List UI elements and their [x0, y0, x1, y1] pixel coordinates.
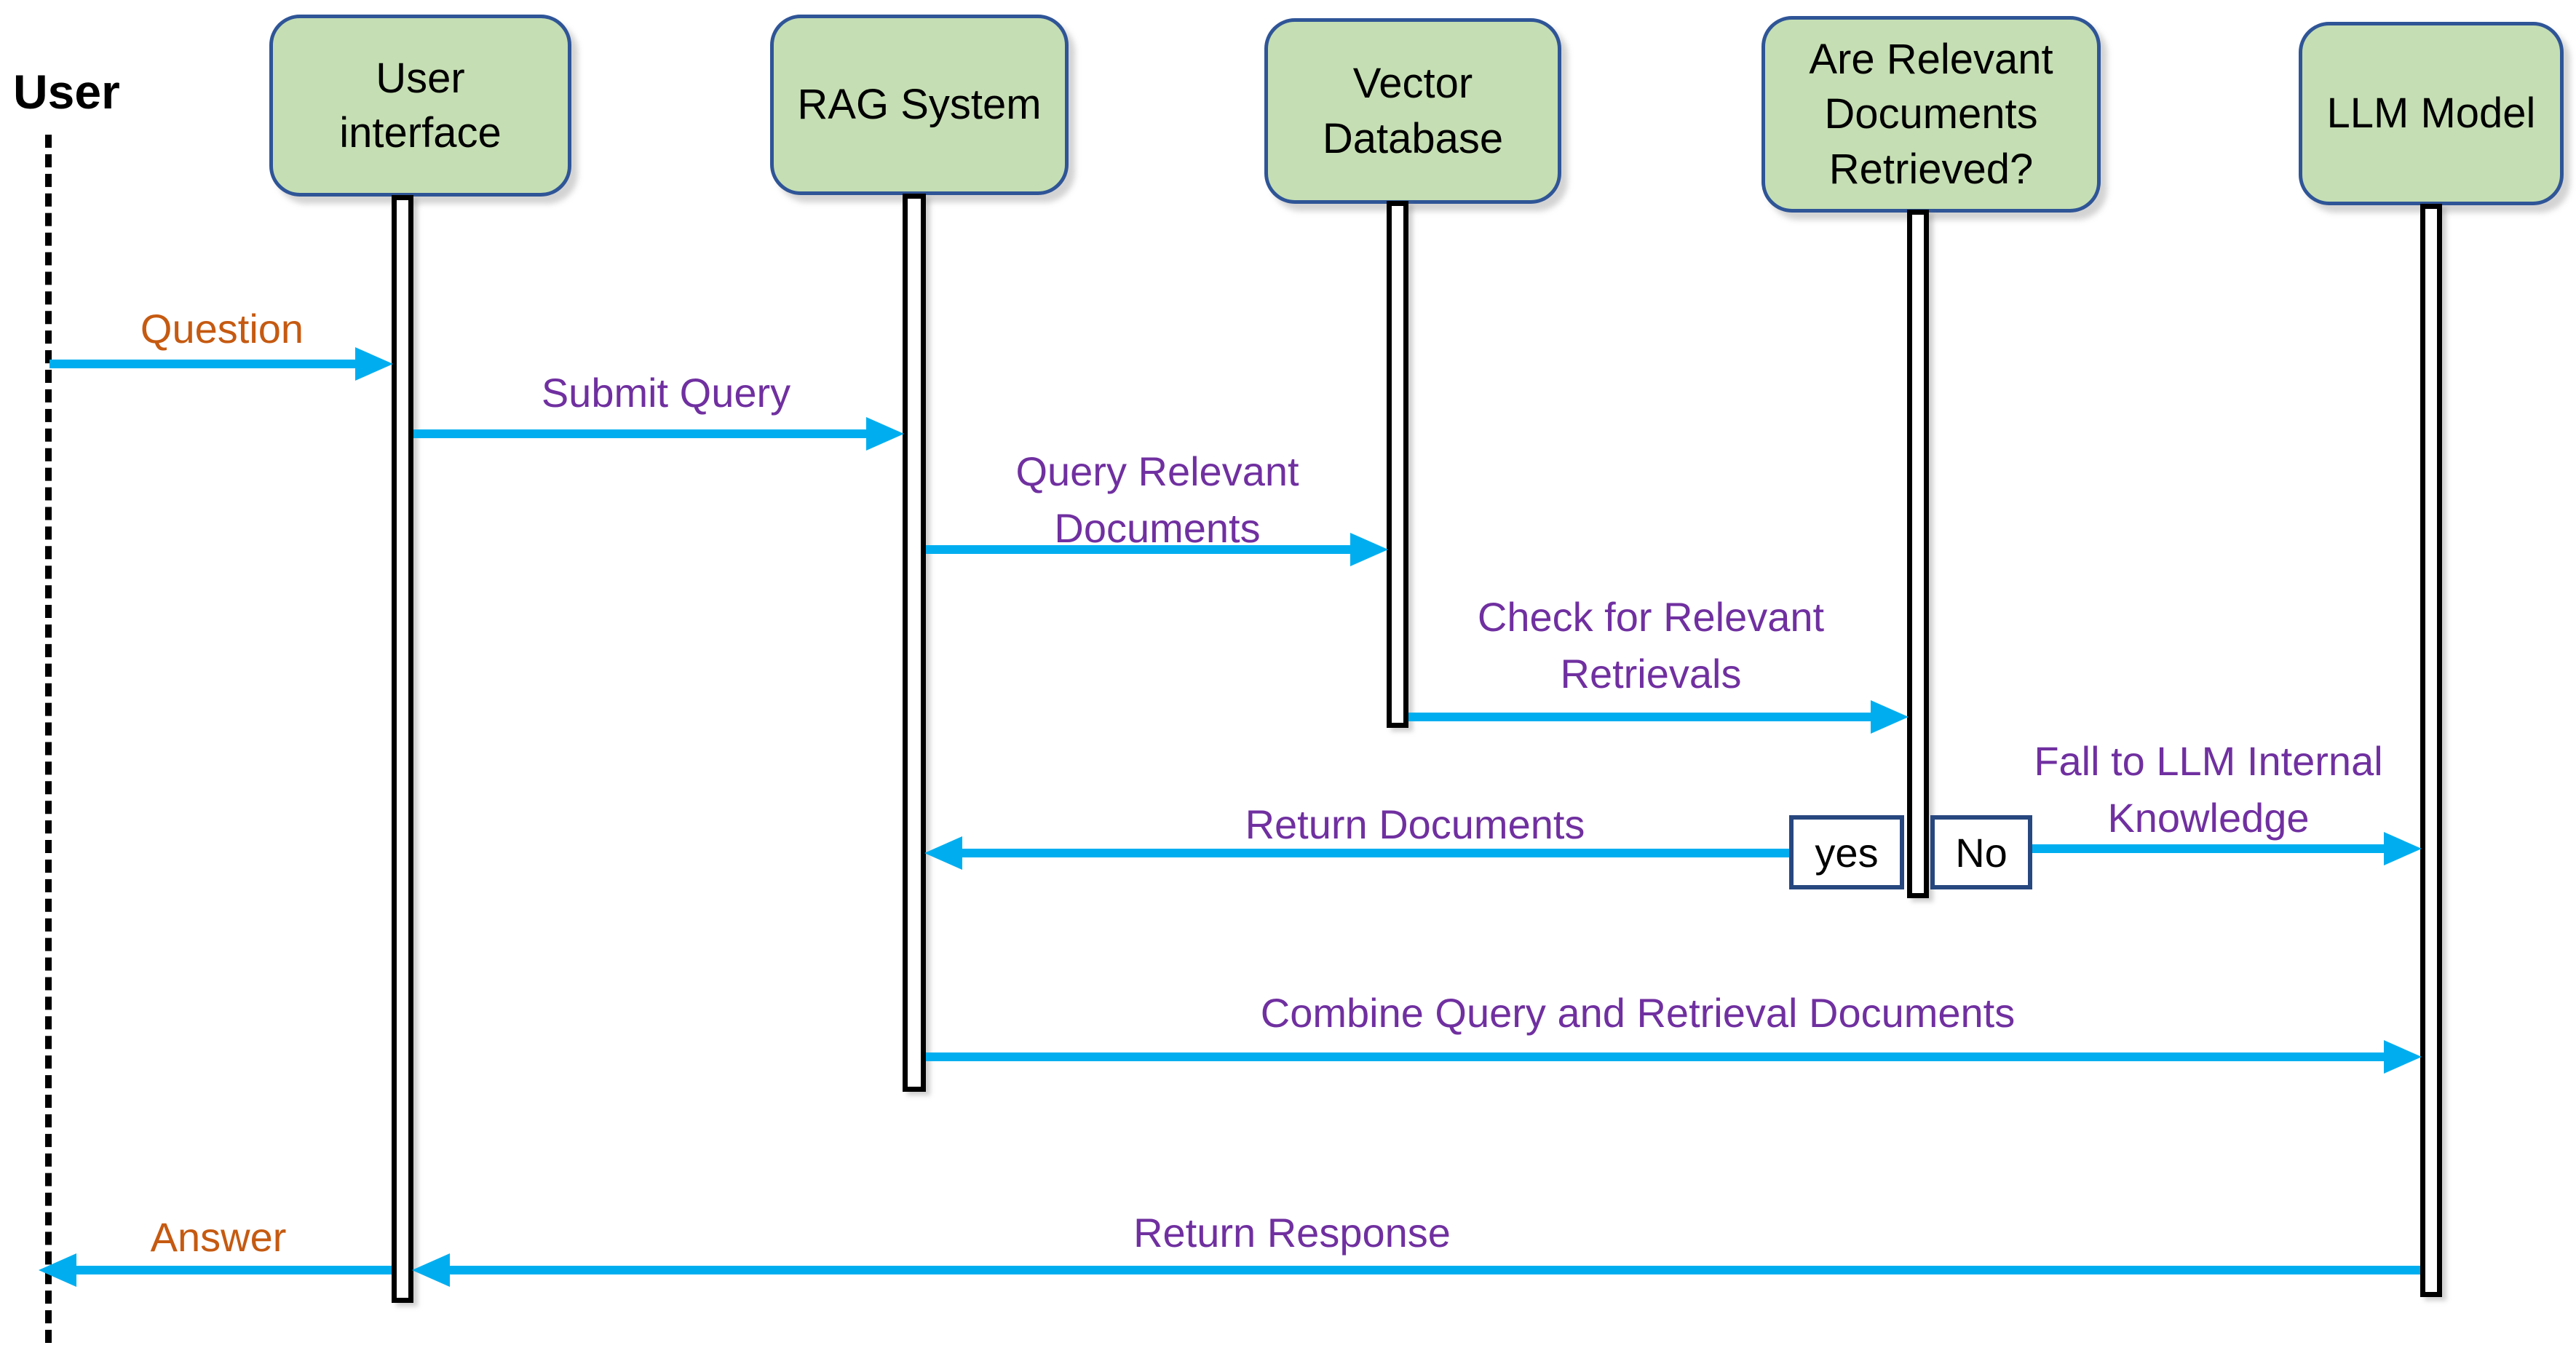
query-relevant-documents-label: Query Relevant Documents — [1015, 443, 1299, 557]
actor-box-user-interface: User interface — [269, 15, 571, 197]
actor-user-label: User — [13, 65, 120, 119]
question-arrowhead-icon — [355, 347, 393, 381]
return-response-label: Return Response — [1133, 1210, 1451, 1256]
actor-box-rag-system-label: RAG System — [797, 81, 1042, 129]
branch-yes-box: yes — [1789, 815, 1904, 889]
return-documents-label: Return Documents — [1245, 801, 1585, 848]
user-lifeline — [45, 135, 52, 1343]
fall-to-llm-label: Fall to LLM Internal Knowledge — [2034, 733, 2382, 847]
check-for-relevant-retrievals-label-line1: Check for Relevant — [1477, 594, 1825, 641]
actor-box-rag-system: RAG System — [770, 15, 1069, 195]
fall-to-llm-label-line2: Knowledge — [2107, 795, 2310, 841]
combine-query-label: Combine Query and Retrieval Documents — [1260, 990, 2016, 1036]
return-response-arrow — [412, 1253, 2420, 1287]
actor-box-decision: Are Relevant Documents Retrieved? — [1761, 16, 2101, 213]
query-relevant-documents-arrowhead-icon — [1350, 533, 1388, 566]
query-relevant-documents-label-line2: Documents — [1054, 505, 1261, 551]
return-documents-arrowhead-icon — [924, 836, 962, 870]
submit-query-label: Submit Query — [541, 370, 791, 416]
fall-to-llm-label-line1: Fall to LLM Internal — [2034, 738, 2383, 785]
check-for-relevant-retrievals-label-line2: Retrievals — [1560, 651, 1742, 697]
activation-bar-user-interface — [392, 195, 413, 1303]
answer-label: Answer — [150, 1214, 287, 1261]
actor-box-vector-database: Vector Database — [1264, 18, 1561, 204]
submit-query-arrowhead-icon — [866, 417, 904, 451]
answer-arrowhead-icon — [39, 1253, 76, 1287]
question-arrow — [49, 347, 393, 381]
actor-box-decision-label: Are Relevant Documents Retrieved? — [1809, 35, 2053, 193]
check-for-relevant-retrievals-label: Check for Relevant Retrievals — [1478, 589, 1824, 702]
branch-no-box: No — [1930, 815, 2032, 889]
branch-no-label: No — [1955, 829, 2008, 876]
combine-query-arrow — [926, 1040, 2422, 1074]
check-for-relevant-retrievals-arrowhead-icon — [1871, 700, 1909, 734]
check-for-relevant-retrievals-arrow — [1408, 700, 1909, 734]
activation-bar-vector-database — [1387, 201, 1408, 728]
actor-box-vector-database-label: Vector Database — [1322, 60, 1504, 162]
actor-box-user-interface-label: User interface — [339, 54, 502, 156]
fall-to-llm-arrow — [2032, 832, 2422, 865]
return-response-arrowhead-icon — [412, 1253, 450, 1287]
fall-to-llm-arrowhead-icon — [2384, 832, 2422, 865]
answer-arrow — [39, 1253, 392, 1287]
query-relevant-documents-arrow — [926, 533, 1388, 566]
actor-box-llm-model: LLM Model — [2299, 22, 2564, 205]
query-relevant-documents-label-line1: Query Relevant — [1015, 448, 1299, 495]
activation-bar-llm-model — [2420, 204, 2442, 1297]
actor-box-llm-model-label: LLM Model — [2326, 90, 2536, 138]
submit-query-arrow — [413, 417, 904, 451]
branch-yes-label: yes — [1815, 829, 1879, 876]
activation-bar-rag-system — [903, 194, 926, 1092]
combine-query-arrowhead-icon — [2384, 1040, 2422, 1074]
activation-bar-decision — [1907, 210, 1929, 898]
return-documents-arrow — [924, 836, 1789, 870]
question-label: Question — [140, 306, 304, 352]
